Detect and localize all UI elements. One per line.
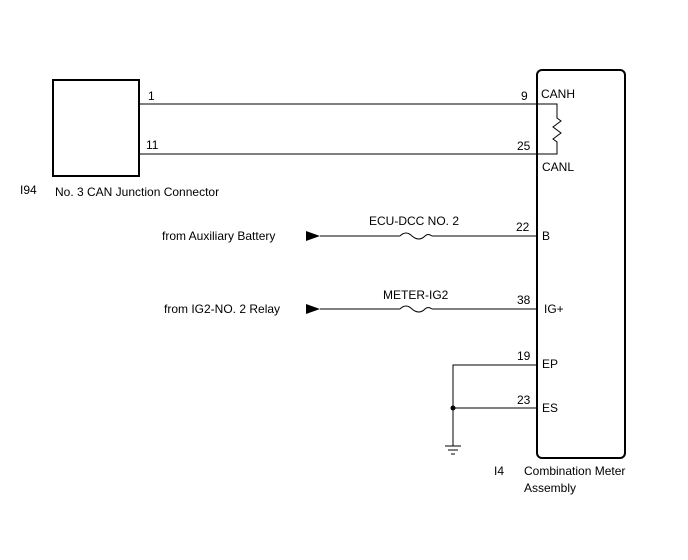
termination-resistor [537,103,562,155]
battery-fuse-label: ECU-DCC NO. 2 [369,214,459,228]
ep-ground-wire [452,364,537,446]
b-pin-number: 22 [516,220,530,234]
ep-pin-number: 19 [517,349,531,363]
canh-pin-label: CANH [541,87,575,101]
meter-name-line2: Assembly [524,481,576,495]
connector-left-name: No. 3 CAN Junction Connector [55,185,219,199]
connector-left-code: I94 [20,183,37,197]
ep-pin-label: EP [542,357,558,371]
meter-name-line1: Combination Meter [524,464,625,478]
connector-left-pin-11: 11 [146,138,159,152]
battery-source-label: from Auxiliary Battery [162,229,275,243]
ground-icon [445,445,461,455]
combination-meter-box [536,69,626,459]
ig-pin-label: IG+ [544,302,564,316]
ig-fuse-label: METER-IG2 [383,288,449,302]
b-pin-label: B [542,229,550,243]
ig-source-label: from IG2-NO. 2 Relay [164,302,280,316]
canl-pin-label: CANL [542,160,574,174]
canh-pin-number: 9 [521,89,528,103]
connector-left-pin-1: 1 [148,89,155,103]
ground-junction-dot [450,405,456,411]
ig-fuse-icon [399,305,433,313]
ig-pin-number: 38 [517,293,531,307]
meter-code: I4 [494,464,504,478]
battery-fuse-icon [399,232,433,240]
battery-arrow-icon [306,231,320,241]
can-junction-connector-box [52,79,140,177]
es-pin-number: 23 [517,393,531,407]
es-pin-label: ES [542,401,558,415]
canl-pin-number: 25 [517,139,531,153]
ig-arrow-icon [306,304,320,314]
